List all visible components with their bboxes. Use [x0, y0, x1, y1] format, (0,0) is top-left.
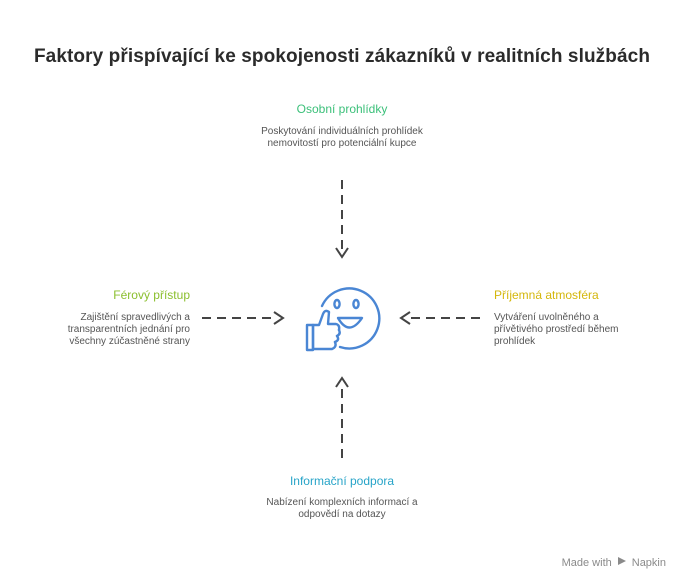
node-description-prijemna-atmosfera: Vytváření uvolněného a přívětivého prost…	[494, 312, 619, 347]
arrow-left-to-center	[202, 311, 285, 325]
arrow-top-to-center	[335, 180, 349, 259]
node-title-informacni-podpora: Informační podpora	[289, 474, 395, 488]
napkin-logo-icon	[616, 555, 628, 570]
node-title-ferovy-pristup: Férový přístup	[113, 288, 190, 302]
footer-text: Made with	[561, 556, 612, 569]
footer-brand: Napkin	[631, 556, 666, 569]
node-description-ferovy-pristup: Zajištění spravedlivých a transparentníc…	[67, 312, 190, 347]
node-description-informacni-podpora: Nabízení komplexních informací a odpověd…	[266, 497, 418, 520]
node-description-osobni-prohlidky: Poskytování individuálních prohlídek nem…	[261, 126, 423, 149]
footer-credit[interactable]: Made with Napkin	[562, 555, 666, 570]
thumbs-up-smiley-icon	[305, 287, 381, 352]
node-title-osobni-prohlidky: Osobní prohlídky	[296, 102, 388, 116]
arrow-bottom-to-center	[335, 376, 349, 458]
diagram-title: Faktory přispívající ke spokojenosti zák…	[33, 46, 651, 67]
node-title-prijemna-atmosfera: Příjemná atmosféra	[494, 288, 599, 302]
arrow-right-to-center	[399, 311, 480, 325]
